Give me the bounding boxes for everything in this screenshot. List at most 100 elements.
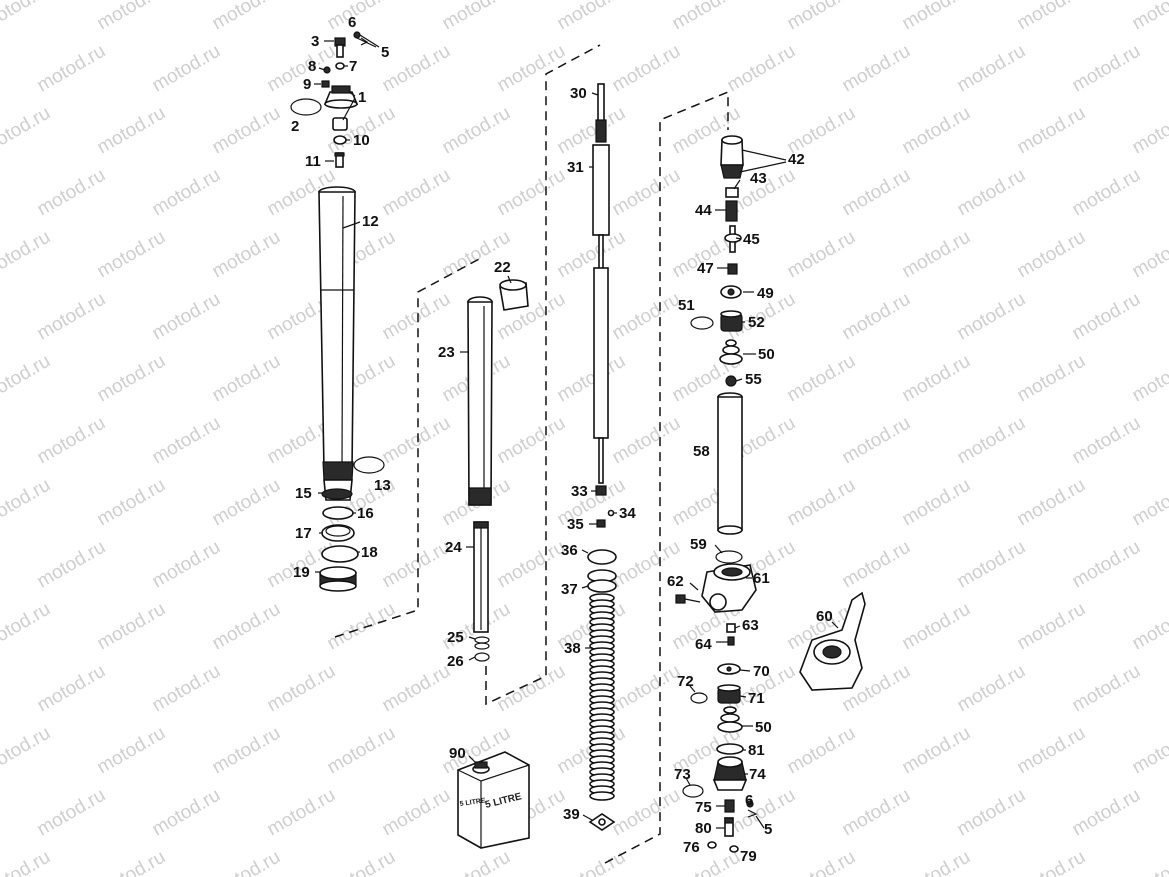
circlip-13 (353, 456, 385, 474)
callout-90: 90 (449, 745, 466, 762)
callout-23: 23 (438, 344, 455, 361)
callout-30: 30 (570, 85, 587, 102)
spring-25 (474, 636, 490, 650)
bushing-17 (321, 524, 355, 542)
oring-76 (707, 841, 717, 849)
callout-80: 80 (695, 820, 712, 837)
callout-49: 49 (757, 285, 774, 302)
callout-63: 63 (742, 617, 759, 634)
oil-can-90: 5 LITRE 5 LITRE (457, 751, 530, 849)
washer-39 (588, 813, 616, 831)
callout-38: 38 (564, 640, 581, 657)
axle-clamp-60 (799, 591, 866, 691)
oring-7 (335, 62, 345, 70)
fork-spring-38 (589, 593, 615, 801)
callout-18: 18 (361, 544, 378, 561)
callout-6b: 6 (745, 792, 753, 809)
ball-6 (353, 31, 361, 39)
callout-58: 58 (693, 443, 710, 460)
callout-13: 13 (374, 477, 391, 494)
callout-33: 33 (571, 483, 588, 500)
adjuster-rod-30 (595, 83, 607, 143)
callout-2: 2 (291, 118, 299, 135)
callout-22: 22 (494, 259, 511, 276)
oring-72 (690, 692, 708, 704)
assembly-guide-lines (334, 44, 729, 864)
leader-lines (314, 34, 839, 829)
callout-55: 55 (745, 371, 762, 388)
cartridge-tube-58 (717, 392, 743, 535)
callout-75: 75 (695, 799, 712, 816)
callout-5b: 5 (764, 821, 772, 838)
callout-26: 26 (447, 653, 464, 670)
bolt-62 (675, 594, 701, 604)
callout-19: 19 (293, 564, 310, 581)
callout-17: 17 (295, 525, 312, 542)
ring-26 (474, 652, 490, 662)
oring-79 (729, 845, 739, 853)
ring-18 (321, 545, 359, 563)
oring-73 (682, 784, 704, 798)
callout-62: 62 (667, 573, 684, 590)
callout-72: 72 (677, 673, 694, 690)
callout-71: 71 (748, 690, 765, 707)
inner-tube-23 (467, 296, 493, 506)
nut-33 (595, 485, 607, 496)
oring-81 (716, 743, 744, 755)
shim-stack-50a (719, 339, 743, 365)
callout-34: 34 (619, 505, 636, 522)
callout-5: 5 (381, 44, 389, 61)
screw-63 (726, 623, 736, 633)
oring-59 (715, 550, 743, 564)
callout-61: 61 (753, 570, 770, 587)
seal-15 (321, 488, 353, 500)
bottom-valve-61 (701, 563, 757, 613)
cap-assembly-1 (323, 85, 359, 131)
callout-6: 6 (348, 14, 356, 31)
screw-9 (321, 80, 330, 88)
screw-75 (724, 799, 735, 813)
plug-22 (499, 279, 529, 311)
callout-79: 79 (740, 848, 757, 865)
piston-71 (717, 684, 741, 704)
callout-8: 8 (308, 58, 316, 75)
damper-tube-31 (592, 144, 610, 484)
callout-15: 15 (295, 485, 312, 502)
callout-47: 47 (697, 260, 714, 277)
callout-42: 42 (788, 151, 805, 168)
nut-64 (727, 636, 735, 646)
callout-3: 3 (311, 33, 319, 50)
callout-25: 25 (447, 629, 464, 646)
valve-45 (724, 225, 742, 253)
ball-34 (607, 509, 615, 517)
callout-24: 24 (445, 539, 462, 556)
callout-37: 37 (561, 581, 578, 598)
outer-tube-12 (318, 186, 356, 501)
adjuster-80 (724, 817, 734, 837)
spring-44 (725, 200, 738, 222)
callout-31: 31 (567, 159, 584, 176)
callout-labels: 3 6 5 7 8 9 1 2 10 11 12 13 15 16 17 18 … (291, 14, 833, 865)
piston-52 (720, 310, 743, 332)
callout-50: 50 (758, 346, 775, 363)
cap-bolt-3 (334, 37, 346, 58)
callout-1: 1 (358, 89, 366, 106)
washer-35 (596, 519, 606, 528)
callout-76: 76 (683, 839, 700, 856)
callout-12: 12 (362, 213, 379, 230)
bushing-19 (319, 566, 357, 592)
callout-16: 16 (357, 505, 374, 522)
ring-16 (322, 506, 354, 520)
oring-2 (290, 98, 322, 116)
callout-7: 7 (349, 58, 357, 75)
callout-74: 74 (749, 766, 766, 783)
damper-rod-24 (473, 521, 489, 633)
callout-10: 10 (353, 132, 370, 149)
callout-39: 39 (563, 806, 580, 823)
shim-70 (717, 663, 741, 675)
screw-11 (334, 152, 345, 168)
callout-11: 11 (305, 153, 321, 170)
clip-51 (690, 316, 714, 330)
shim-stack-50b (717, 706, 743, 733)
